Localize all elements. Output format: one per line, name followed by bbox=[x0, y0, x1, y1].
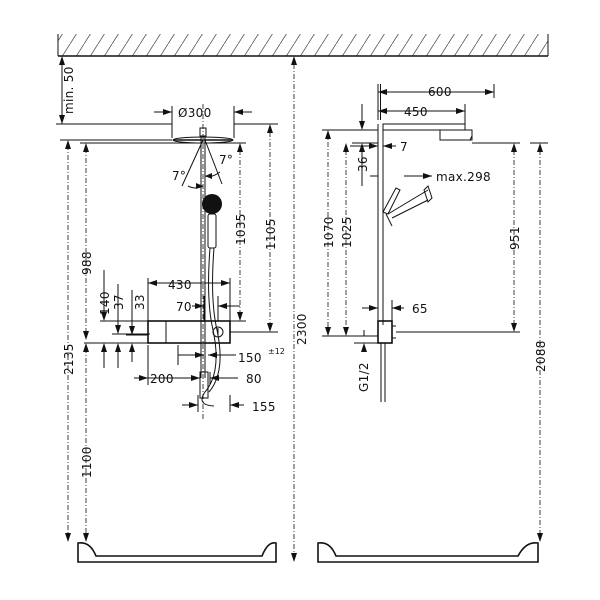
dim-951: 951 bbox=[508, 226, 522, 250]
dim-140: 140 bbox=[98, 291, 112, 315]
dim-430: 430 bbox=[168, 278, 192, 292]
dim-150-tolerance: ±12 bbox=[268, 347, 285, 356]
dim-min-50: min. 50 bbox=[62, 66, 76, 114]
dim-450: 450 bbox=[404, 105, 428, 119]
dim-36: 36 bbox=[356, 156, 370, 172]
dim-1070: 1070 bbox=[322, 216, 336, 248]
right-view: 600 450 7 36 max.298 1070 bbox=[322, 84, 548, 542]
left-view: Ø300 7° 7° 2135 988 1100 140 bbox=[56, 56, 285, 542]
hand-shower-side bbox=[382, 187, 401, 215]
ceiling bbox=[57, 34, 549, 57]
dim-thread: G1/2 bbox=[357, 362, 371, 392]
dim-155: 155 bbox=[252, 400, 276, 414]
dim-33: 33 bbox=[133, 294, 147, 310]
dim-600: 600 bbox=[428, 85, 452, 99]
dim-988: 988 bbox=[80, 251, 94, 275]
dim-7: 7 bbox=[400, 140, 408, 154]
dim-2088: 2088 bbox=[534, 340, 548, 372]
dim-80: 80 bbox=[246, 372, 262, 386]
head-shower-side bbox=[439, 129, 473, 141]
dim-1105: 1105 bbox=[264, 218, 278, 250]
dim-2135: 2135 bbox=[62, 343, 76, 375]
dim-65: 65 bbox=[412, 302, 428, 316]
dim-angle-right: 7° bbox=[219, 153, 233, 167]
dim-200: 200 bbox=[150, 372, 174, 386]
hand-shower-head bbox=[202, 194, 222, 214]
dim-angle-left: 7° bbox=[172, 169, 186, 183]
center-dimension: 2300 bbox=[291, 56, 309, 562]
floor-tray-right bbox=[317, 541, 539, 563]
dim-150: 150 bbox=[238, 351, 262, 365]
dim-1100: 1100 bbox=[80, 446, 94, 478]
dim-37: 37 bbox=[112, 294, 126, 310]
floor-tray-left bbox=[77, 541, 277, 563]
thermostat-side bbox=[377, 320, 393, 344]
dim-head-diameter: Ø300 bbox=[178, 106, 212, 120]
dim-2300: 2300 bbox=[295, 313, 309, 345]
dim-70: 70 bbox=[176, 300, 192, 314]
dim-1025: 1025 bbox=[340, 216, 354, 248]
dim-max-298: max.298 bbox=[436, 170, 491, 184]
dim-1035: 1035 bbox=[234, 213, 248, 245]
